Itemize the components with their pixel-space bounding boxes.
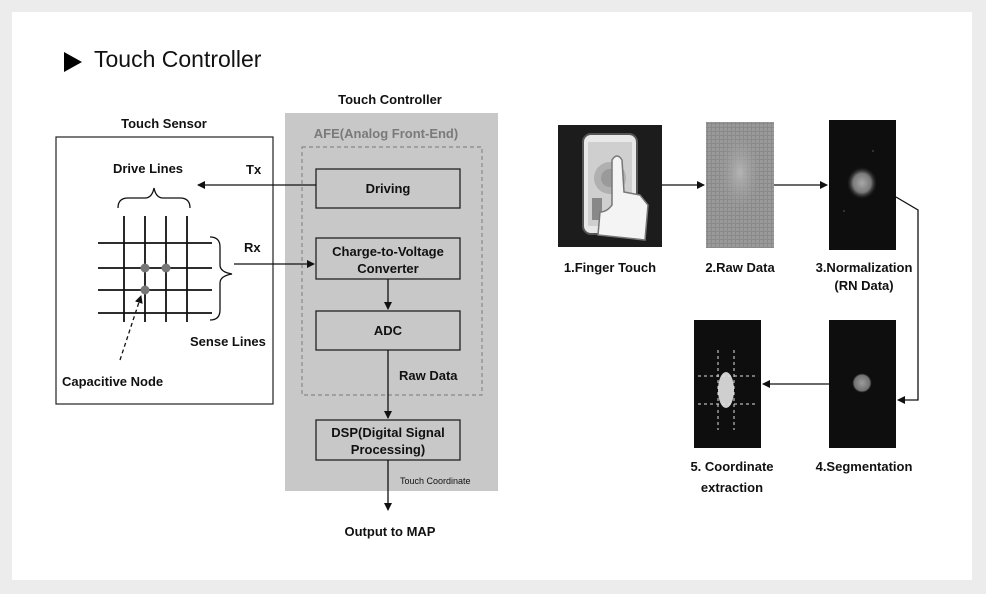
driving-label: Driving <box>366 181 411 196</box>
raw-data-label: Raw Data <box>399 368 458 383</box>
play-arrow-icon <box>64 51 82 72</box>
step3-label-line2: (RN Data) <box>834 278 893 293</box>
step3-label-line1: 3.Normalization <box>816 260 913 275</box>
sensor-grid <box>98 216 212 322</box>
charge-to-voltage-box <box>315 237 461 280</box>
dsp-box <box>315 419 461 461</box>
step2-label: 2.Raw Data <box>705 260 775 275</box>
afe-dashed-box <box>301 146 483 396</box>
raw-data-image <box>706 122 774 248</box>
output-label: Output to MAP <box>345 524 436 539</box>
sense-lines-brace <box>209 236 233 321</box>
touch-sensor: Touch Sensor Drive Lines Sense Lines Cap… <box>55 116 274 405</box>
sense-lines-label: Sense Lines <box>190 334 266 349</box>
ctv-label-line2: Converter <box>357 261 418 276</box>
touch-sensor-title: Touch Sensor <box>121 116 207 131</box>
capacitive-node-dot <box>161 263 171 273</box>
segmentation-image <box>829 320 896 448</box>
drive-lines-brace <box>117 187 191 209</box>
coordinate-extraction-image <box>694 320 761 448</box>
finger-touch-image <box>558 125 662 247</box>
step1-label: 1.Finger Touch <box>564 260 656 275</box>
normalization-image <box>829 120 896 250</box>
step3-to-step4-arrow <box>895 196 919 404</box>
afe-label: AFE(Analog Front-End) <box>314 126 458 141</box>
drive-lines-label: Drive Lines <box>113 161 183 176</box>
step5-label-line2: extraction <box>701 480 763 495</box>
adc-label: ADC <box>374 323 403 338</box>
capacitive-node-dot <box>140 285 150 295</box>
tx-label: Tx <box>246 162 262 177</box>
capacitive-node-label: Capacitive Node <box>62 374 163 389</box>
capacitive-node-dot <box>140 263 150 273</box>
page-title: Touch Controller <box>94 46 262 72</box>
step4-label: 4.Segmentation <box>816 459 913 474</box>
title-row: Touch Controller <box>64 46 261 73</box>
touch-controller: Touch Controller AFE(Analog Front-End) D… <box>285 92 498 539</box>
capacitive-node-pointer <box>119 295 143 361</box>
step5-label-line1: 5. Coordinate <box>690 459 773 474</box>
touch-coordinate-label: Touch Coordinate <box>400 476 471 486</box>
dsp-label-line2: Processing) <box>351 442 425 457</box>
ctv-label-line1: Charge-to-Voltage <box>332 244 444 259</box>
driving-box <box>315 168 461 209</box>
touch-controller-title: Touch Controller <box>338 92 442 107</box>
adc-box <box>315 310 461 351</box>
dsp-label-line1: DSP(Digital Signal <box>331 425 444 440</box>
rx-label: Rx <box>244 240 261 255</box>
